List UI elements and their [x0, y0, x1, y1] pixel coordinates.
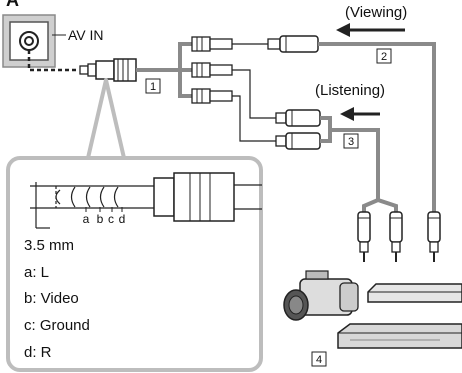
legend-item-c: c: Ground [24, 317, 90, 334]
rca-connector-icon [357, 211, 441, 262]
rca-connector-icon [191, 36, 233, 104]
rca-connector-icon [267, 35, 319, 53]
callout-2: 2 [381, 51, 387, 63]
audio-cable-split [330, 128, 398, 212]
callout-1: 1 [150, 81, 156, 93]
av-in-label: AV IN [68, 27, 104, 43]
arrow-left-icon [340, 107, 380, 121]
minijack-plug-icon [79, 58, 137, 82]
callout-4: 4 [316, 354, 322, 366]
legend-item-a: a: L [24, 264, 49, 281]
video-cable [318, 42, 436, 212]
rca-connector-icon [275, 109, 321, 150]
callout-4-box [311, 351, 327, 367]
pin-label-c: c [108, 212, 114, 226]
callout-3-box [343, 133, 359, 149]
plug-size-label: 3.5 mm [24, 237, 74, 254]
zoom-pointer [86, 78, 126, 160]
callout-3: 3 [348, 136, 354, 148]
av-in-jack-icon [2, 14, 56, 68]
camcorder-icon [283, 270, 359, 321]
callout-1-box [145, 78, 161, 94]
adapter-cable [136, 42, 192, 98]
dvd-player-icon [367, 283, 462, 303]
pin-label-a: a [83, 212, 90, 226]
arrow-left-icon [336, 23, 405, 37]
audio-cable [320, 116, 332, 143]
listening-label: (Listening) [315, 82, 385, 99]
pin-label-b: b [97, 212, 104, 226]
legend-item-b: b: Video [24, 290, 79, 307]
legend-item-d: d: R [24, 344, 52, 361]
viewing-label: (Viewing) [345, 4, 407, 21]
callout-2-box [376, 48, 392, 64]
blu-ray-recorder-icon [337, 323, 462, 349]
minijack-plug-detail-icon [30, 172, 262, 229]
corner-label: A [6, 0, 19, 10]
pin-label-d: d [119, 212, 126, 226]
insertion-guide-line [27, 50, 78, 72]
